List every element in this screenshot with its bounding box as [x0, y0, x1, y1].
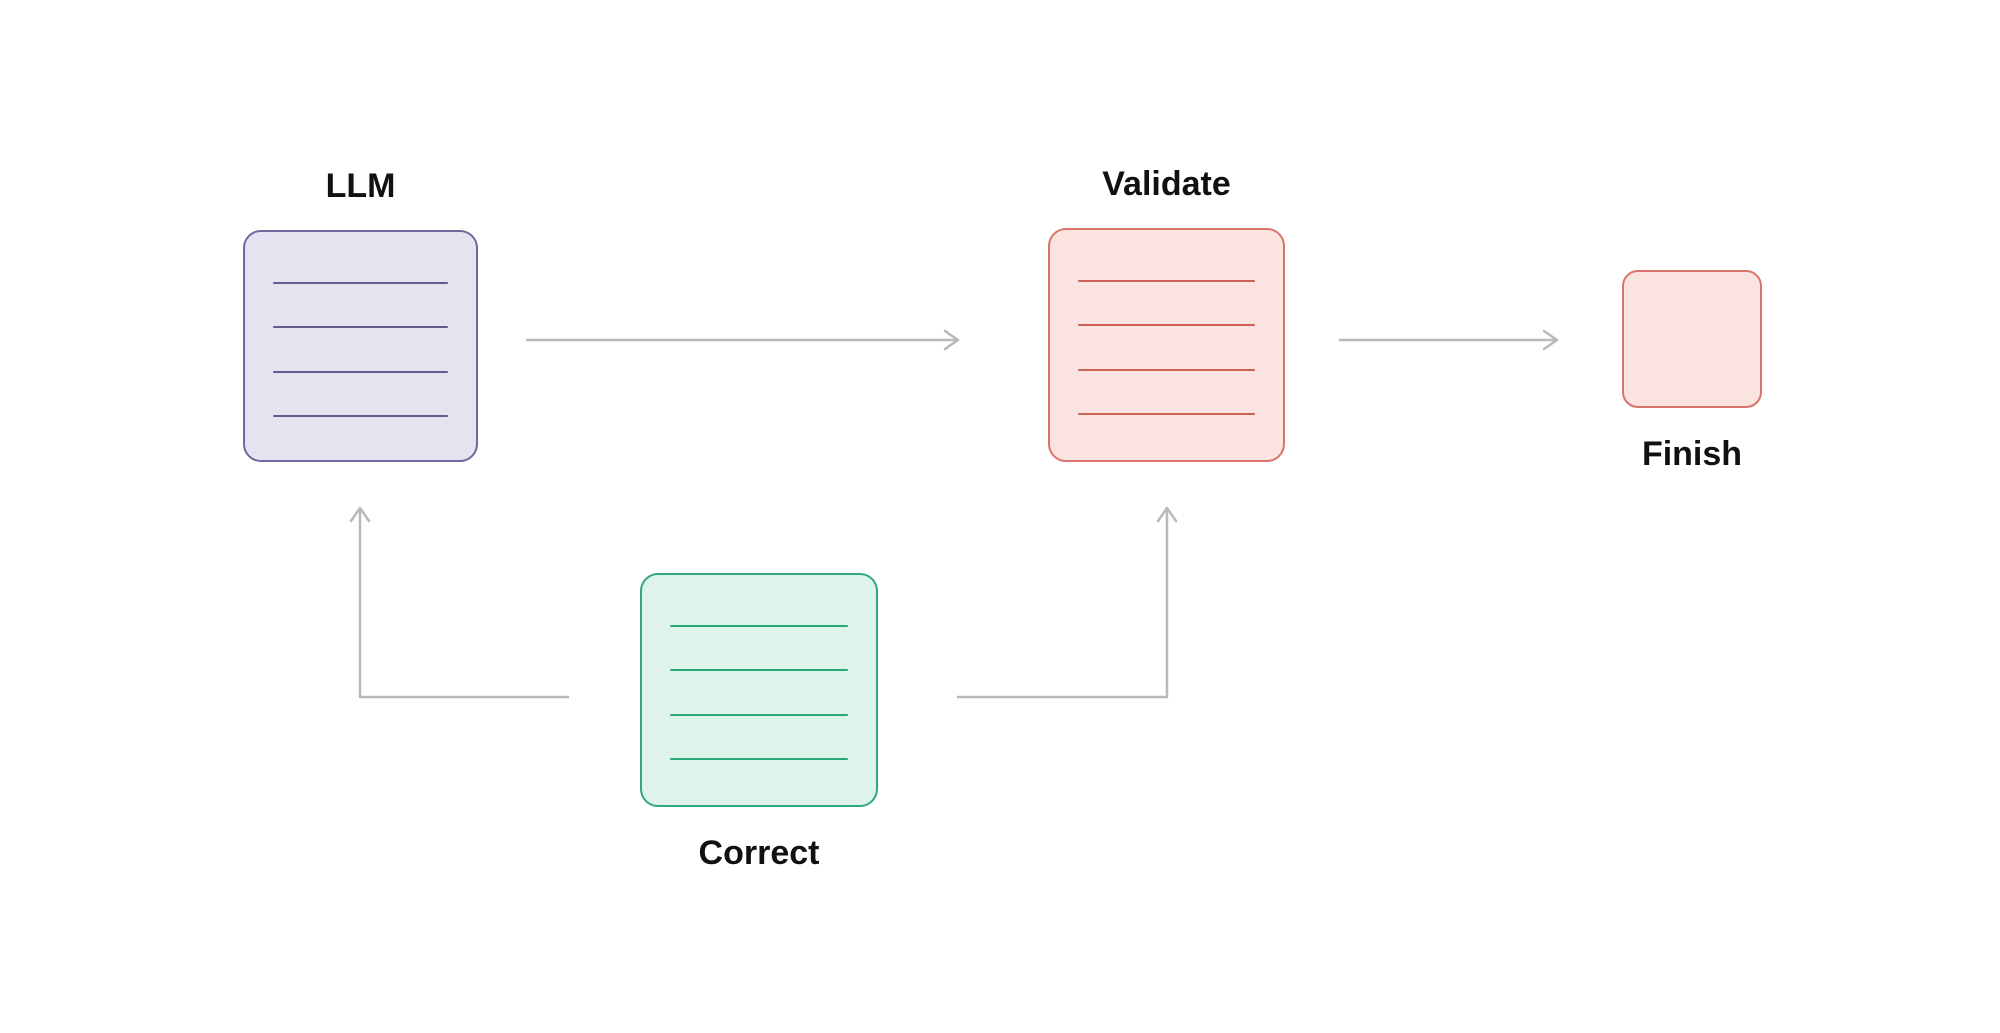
node-validate-card: [1048, 228, 1285, 462]
node-finish-label: Finish: [1641, 435, 1743, 473]
edge-validate-to-finish: [1338, 329, 1559, 351]
document-line: [273, 326, 448, 329]
edge-correct-to-validate: [956, 506, 1178, 699]
node-llm-card: [243, 230, 478, 462]
node-correct-card: [640, 573, 878, 807]
edge-correct-to-llm: [349, 506, 570, 699]
edge-llm-to-validate: [525, 329, 960, 351]
document-line: [670, 625, 848, 627]
document-line: [1078, 412, 1255, 415]
document-line: [1078, 324, 1255, 327]
document-line: [1078, 368, 1255, 371]
document-line: [670, 669, 848, 672]
node-finish-card: [1622, 270, 1762, 408]
node-validate-label: Validate: [1102, 165, 1231, 203]
node-llm-label: LLM: [325, 167, 396, 205]
document-line: [670, 713, 848, 716]
document-line: [670, 757, 848, 760]
document-line: [1078, 280, 1255, 282]
document-line: [273, 414, 448, 417]
node-correct-label: Correct: [698, 834, 820, 872]
document-line: [273, 282, 448, 284]
document-line: [273, 370, 448, 373]
